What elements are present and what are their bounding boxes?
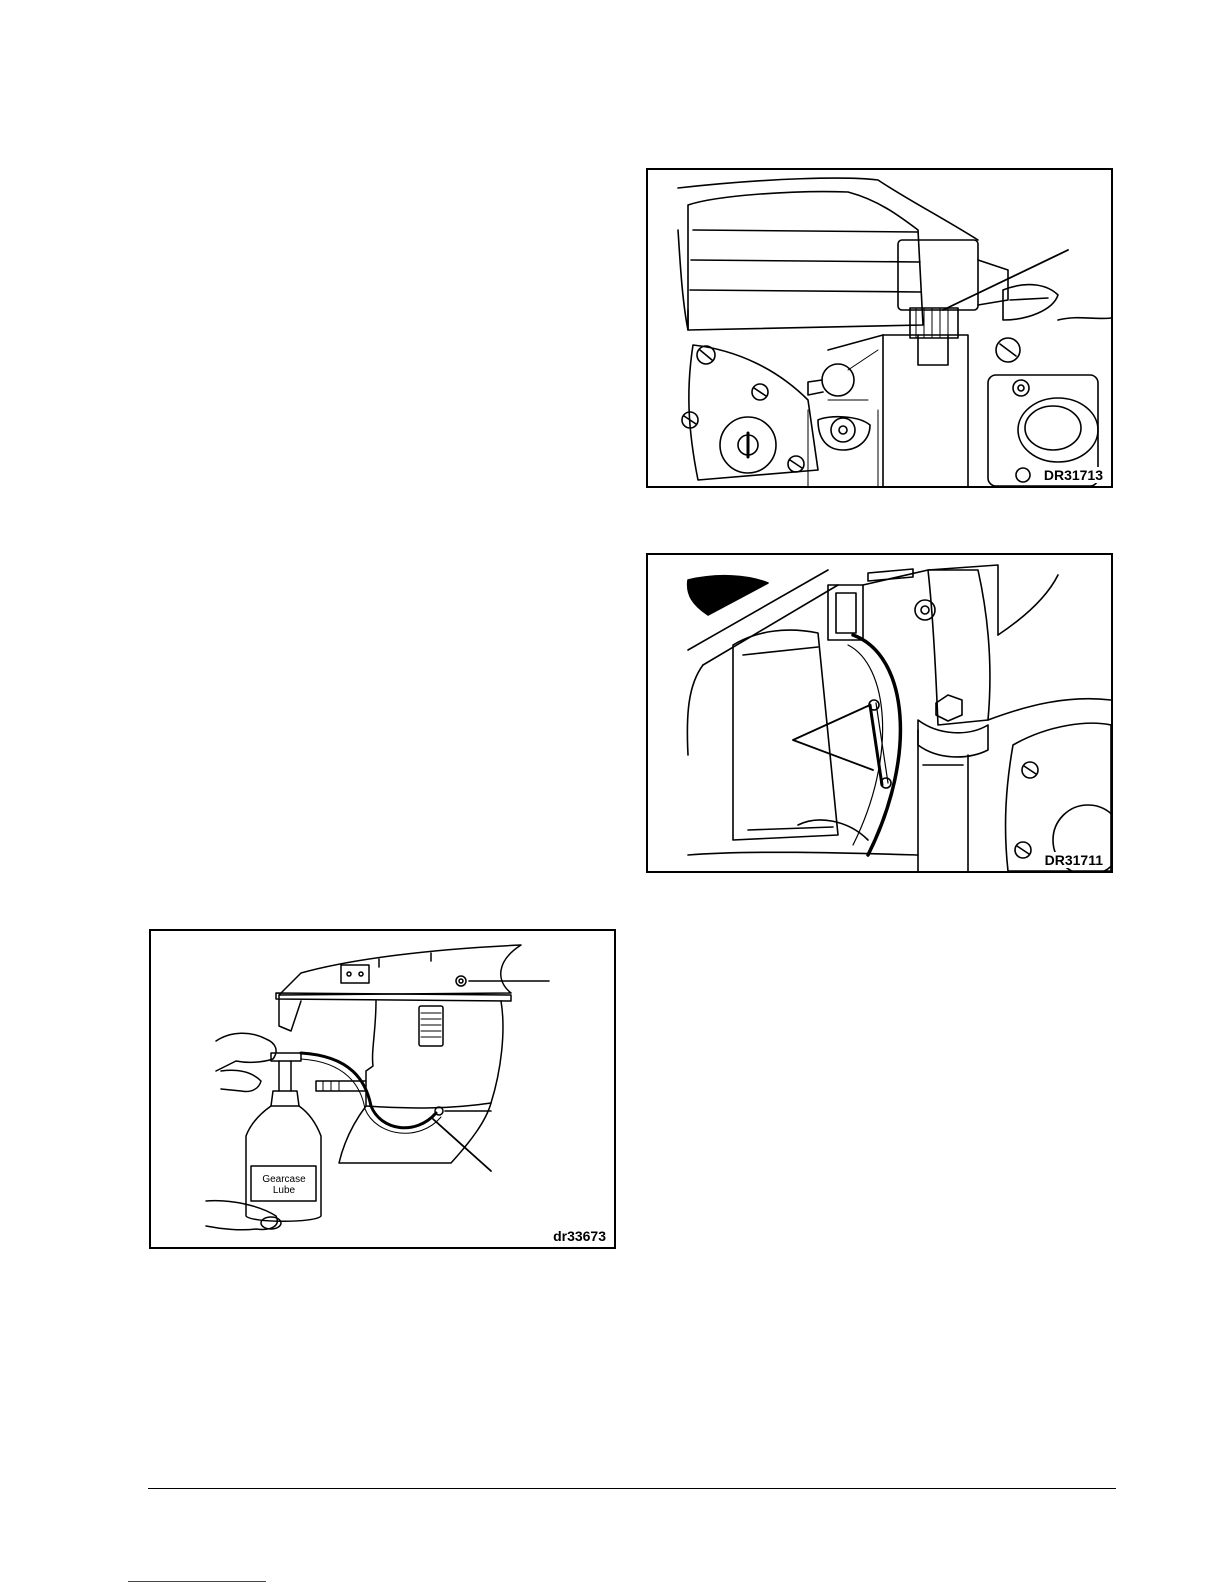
cavitation-plate	[279, 945, 521, 995]
figure-powerhead-top: DR31713	[646, 168, 1113, 488]
figure-id: DR31711	[1043, 852, 1105, 868]
footer-link-underline	[128, 1581, 266, 1582]
figure-id: dr33673	[551, 1228, 608, 1244]
gearcase-fill-illustration	[151, 931, 614, 1247]
footer-rule	[148, 1488, 1116, 1489]
figure-linkage: DR31711	[646, 553, 1113, 873]
right-cylinder	[1018, 398, 1098, 462]
upper-hand	[216, 1033, 276, 1071]
handle	[1003, 285, 1058, 320]
powerhead-top-illustration	[648, 170, 1111, 486]
bottle-label: Gearcase Lube	[254, 1174, 314, 1196]
callout-lines	[793, 705, 873, 770]
gear	[910, 308, 958, 338]
linkage-illustration	[648, 555, 1111, 871]
bottle-label-line-1: Gearcase	[254, 1174, 314, 1185]
hex-bolt	[936, 695, 962, 721]
figure-gearcase-fill: Gearcase Lube dr33673	[149, 929, 616, 1249]
lube-bottle	[246, 1106, 321, 1221]
figure-id: DR31713	[1042, 467, 1105, 483]
skeg	[339, 1103, 491, 1163]
left-plate	[689, 345, 818, 480]
bottle-label-line-2: Lube	[254, 1185, 314, 1196]
inner-panel	[733, 630, 838, 840]
lower-hand	[206, 1201, 277, 1230]
gearcase-body	[366, 1001, 503, 1108]
cover-edge	[688, 576, 768, 615]
